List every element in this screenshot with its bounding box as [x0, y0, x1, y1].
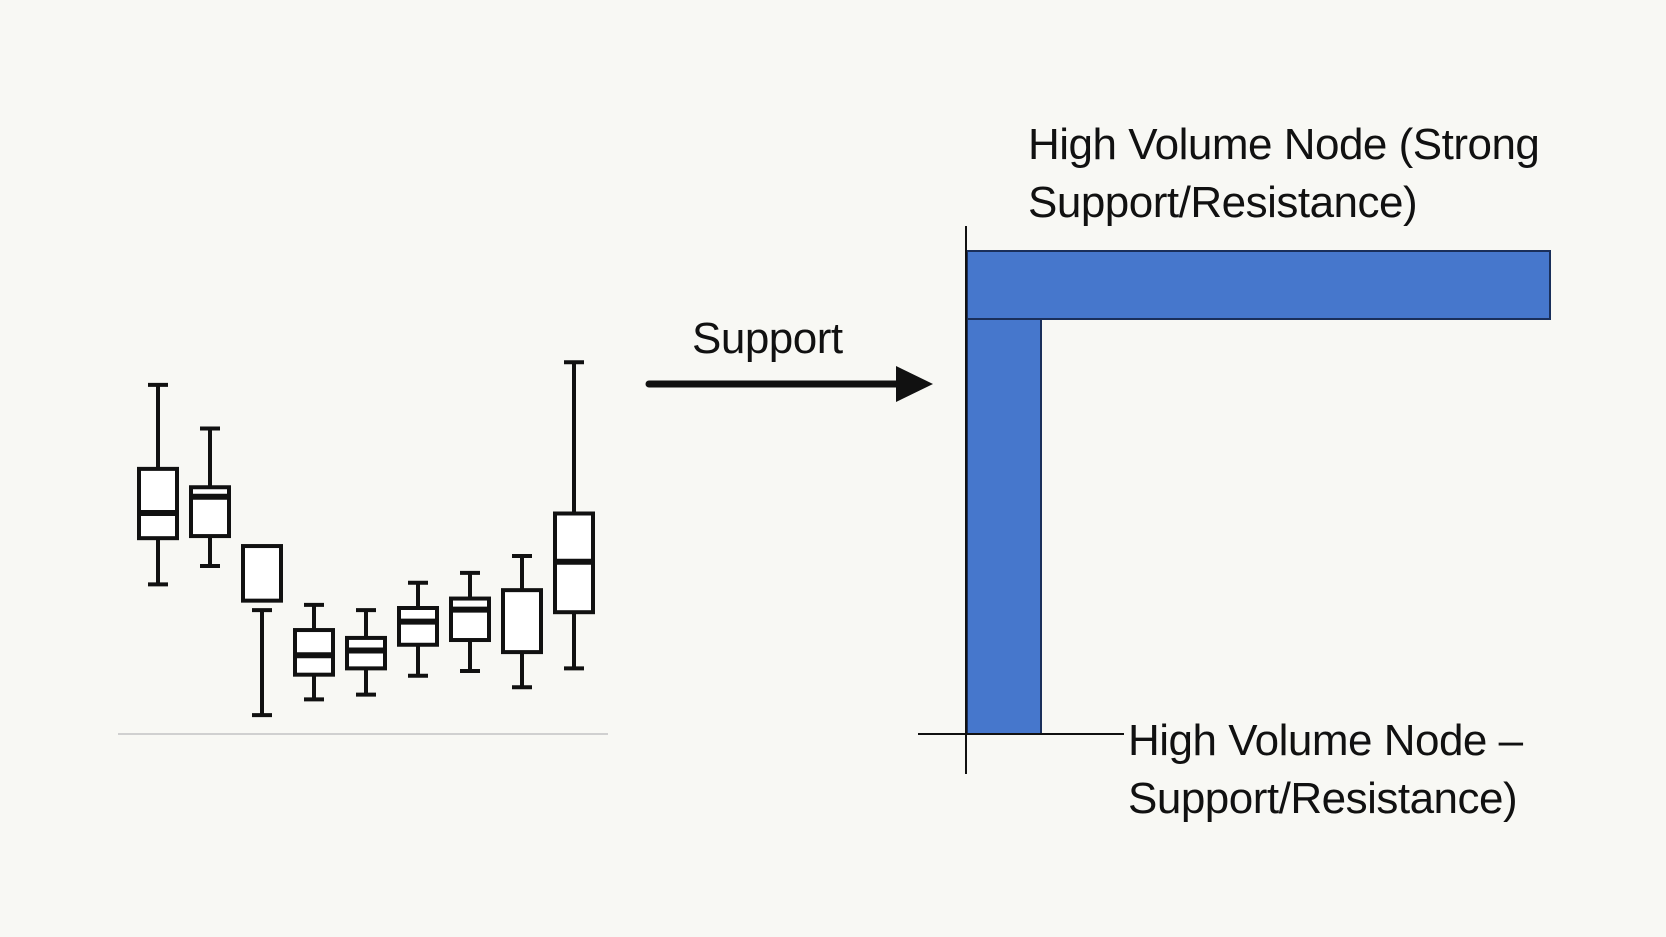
candle	[345, 608, 387, 697]
candle-body	[241, 544, 283, 603]
candle-body	[501, 588, 543, 655]
candlestick-chart	[137, 360, 595, 718]
candle-body	[137, 466, 179, 541]
label-line: Support/Resistance)	[1028, 178, 1418, 227]
label-line: Support/Resistance)	[1128, 774, 1518, 823]
candle-body	[449, 596, 491, 643]
candle	[241, 544, 283, 718]
label-line: High Volume Node (Strong	[1028, 120, 1540, 169]
volume-profile	[918, 226, 1551, 774]
candle	[501, 554, 543, 690]
support-arrow	[645, 366, 933, 402]
candle	[553, 360, 595, 671]
candle	[449, 570, 491, 673]
arrow-head-icon	[896, 366, 933, 402]
high-volume-node-label-bottom: High Volume Node – Support/Resistance)	[1128, 712, 1523, 828]
high-volume-node-bar	[966, 250, 1551, 320]
volume-vertical-bar	[966, 318, 1042, 735]
support-label: Support	[692, 314, 843, 363]
candle	[293, 602, 335, 702]
label-line: High Volume Node –	[1128, 716, 1523, 765]
candle	[137, 382, 179, 587]
candle-body	[397, 606, 439, 647]
candle	[189, 426, 231, 568]
candle	[397, 580, 439, 678]
high-volume-node-label-top: High Volume Node (Strong Support/Resista…	[1028, 116, 1540, 232]
